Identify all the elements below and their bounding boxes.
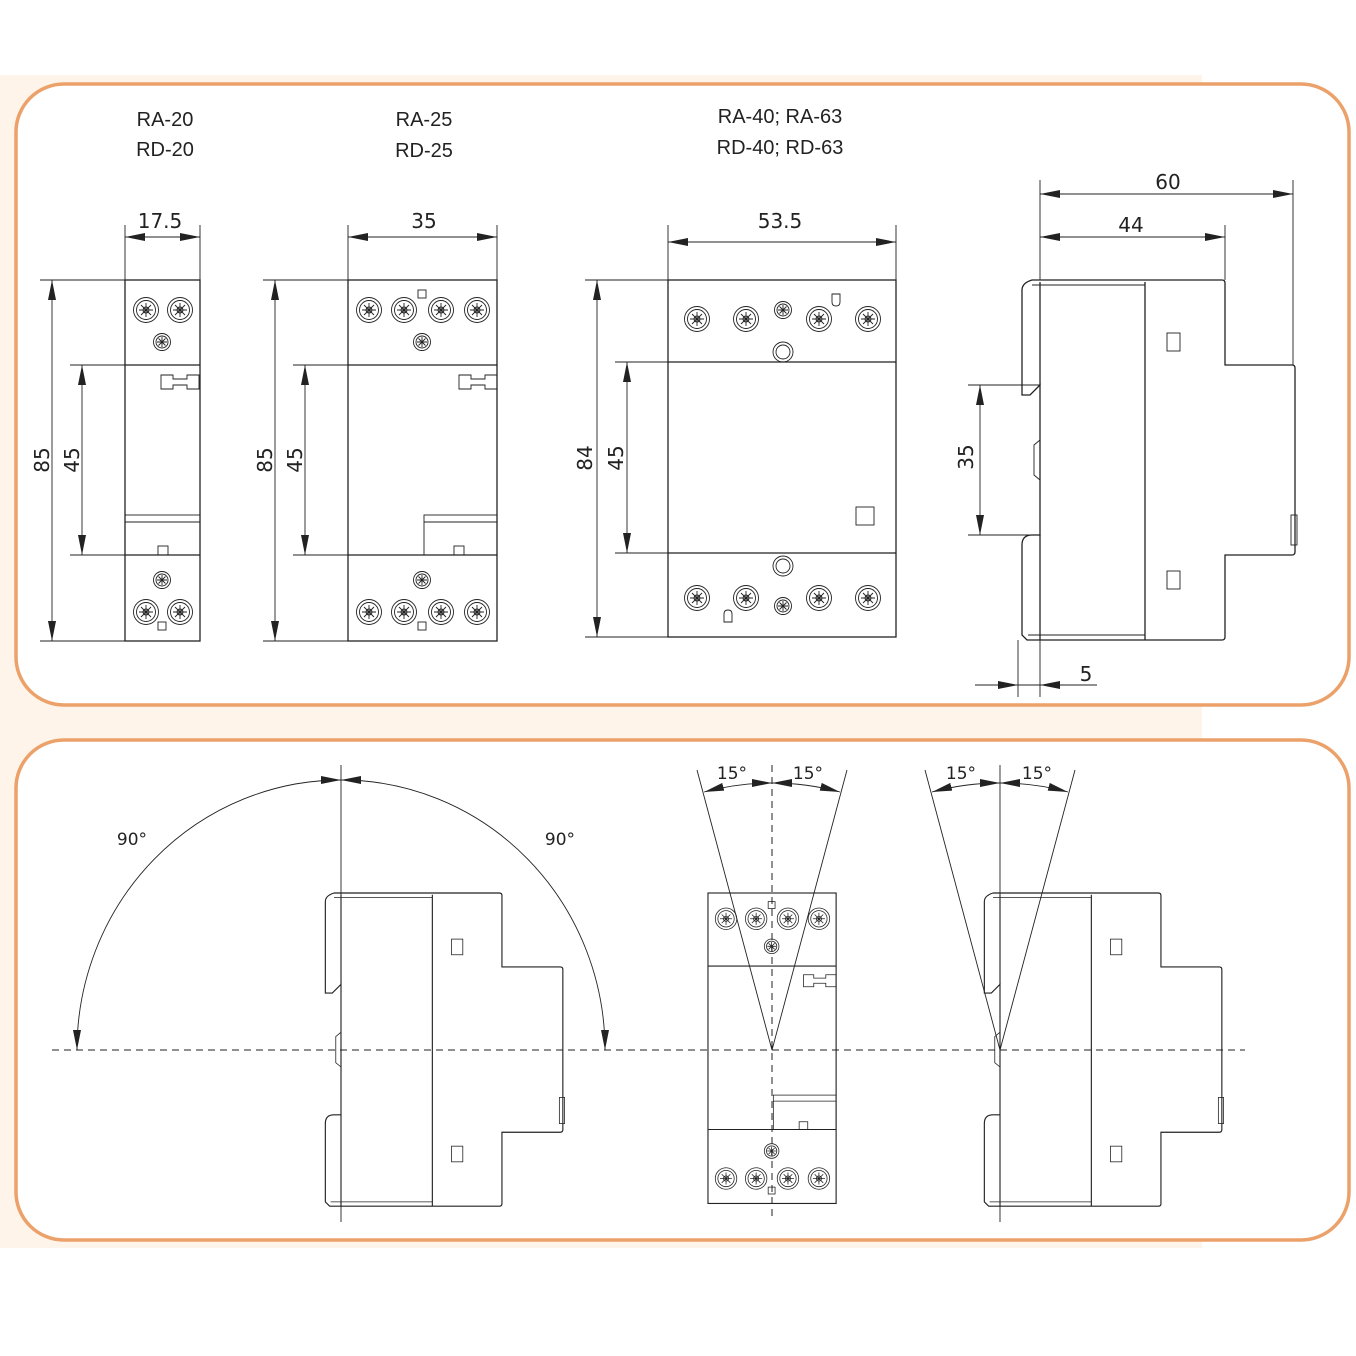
width-dim: 35 — [411, 209, 436, 233]
tilt-15-front-view: 15° 15° — [696, 764, 848, 1220]
angle-left-label: 15° — [717, 764, 747, 784]
width-dim: 53.5 — [758, 209, 803, 233]
angle-left-label: 15° — [946, 764, 976, 784]
height-dim: 85 — [253, 447, 277, 472]
top-panel — [14, 82, 1351, 707]
height-dim: 84 — [573, 445, 597, 470]
width-dim: 17.5 — [138, 209, 183, 233]
height-dim: 85 — [30, 447, 54, 472]
depth-body-dim: 44 — [1118, 213, 1143, 237]
angle-right-label: 15° — [1022, 764, 1052, 784]
model-3-label-1: RA-40; RA-63 — [718, 106, 843, 128]
model-2-label-2: RD-25 — [395, 140, 453, 162]
model-ra20-front-view: RA-20 RD-20 17.5 85 45 — [30, 109, 201, 642]
side-view: 60 44 35 5 — [954, 170, 1298, 697]
tilt-90-view: 90° 90° — [73, 765, 609, 1222]
depth-total-dim: 60 — [1155, 170, 1180, 194]
tilt-15-side-view: 15° 15° — [924, 764, 1225, 1222]
model-ra40-front-view: RA-40; RA-63 RD-40; RD-63 53.5 84 45 — [573, 106, 897, 638]
angle-left-label: 90° — [117, 830, 147, 850]
rail-dim: 45 — [283, 447, 307, 472]
rail-dim: 45 — [604, 445, 628, 470]
model-ra25-front-view: RA-25 RD-25 35 85 45 — [253, 109, 497, 641]
bottom-panel — [14, 738, 1351, 1242]
rail-dim: 45 — [60, 447, 84, 472]
model-1-label-1: RA-20 — [137, 109, 194, 131]
angle-right-label: 15° — [793, 764, 823, 784]
model-1-label-2: RD-20 — [136, 139, 194, 161]
rail-height-dim: 35 — [954, 444, 978, 469]
model-2-label-1: RA-25 — [396, 109, 453, 131]
angle-right-label: 90° — [545, 830, 575, 850]
offset-dim: 5 — [1080, 662, 1093, 686]
model-3-label-2: RD-40; RD-63 — [717, 137, 844, 159]
